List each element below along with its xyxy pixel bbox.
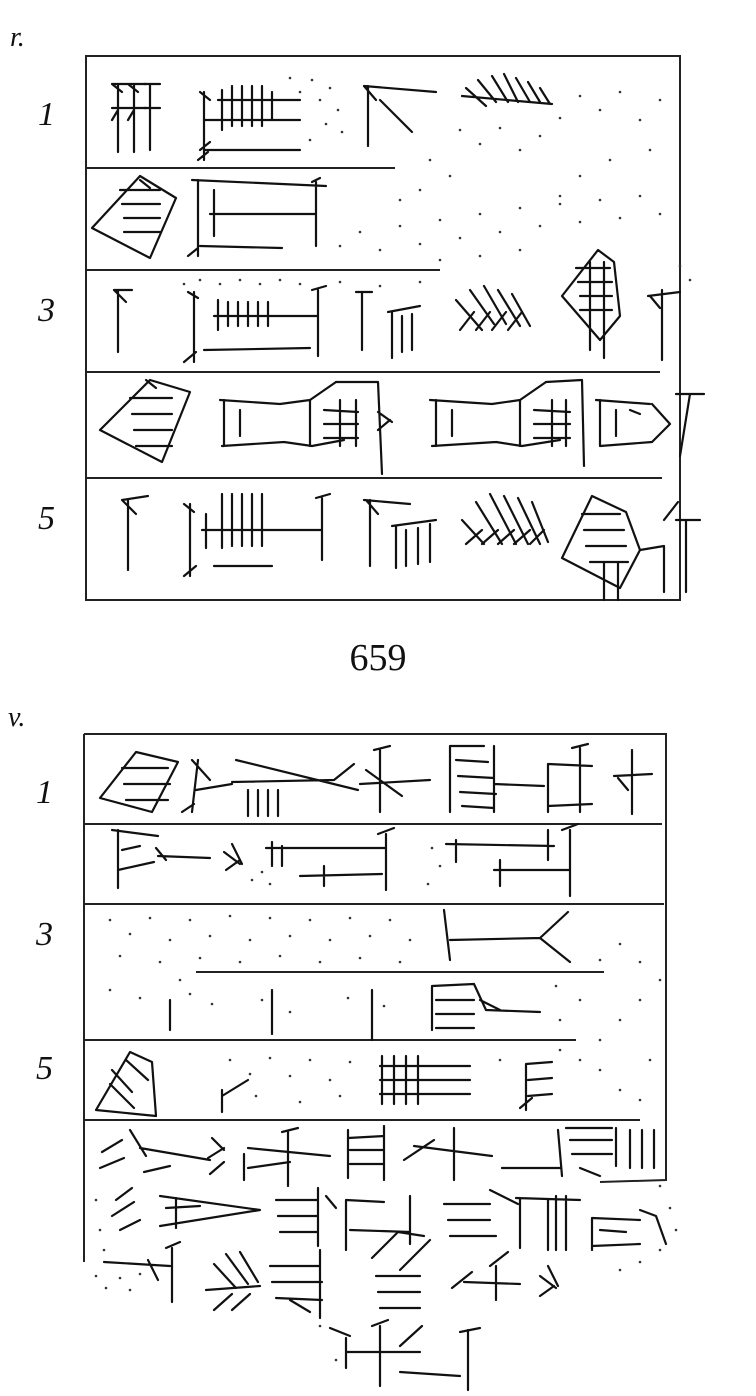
obverse-line-number-1: 1 xyxy=(38,96,55,133)
reverse-line-1-signs xyxy=(98,742,654,818)
obverse-line-3-signs xyxy=(112,248,682,364)
obverse-line-4-signs xyxy=(98,378,706,476)
reverse-side-label: v. xyxy=(8,702,26,733)
reverse-line-3-4-damage xyxy=(108,914,662,1102)
obverse-side-label: r. xyxy=(10,22,25,53)
reverse-bottom-damage xyxy=(94,1184,678,1362)
reverse-bottom-edge-signs xyxy=(102,1230,560,1392)
tablet-number: 659 xyxy=(349,637,407,679)
reverse-line-number-1: 1 xyxy=(36,774,53,811)
obverse-line-2-signs xyxy=(90,174,328,260)
obverse-tablet xyxy=(85,55,706,602)
reverse-line-number-3: 3 xyxy=(36,916,53,953)
obverse-line-5-signs xyxy=(120,492,702,602)
reverse-frame xyxy=(83,733,667,1262)
obverse-line-2-damage xyxy=(338,194,662,262)
reverse-line-2-damage xyxy=(250,846,442,886)
reverse-line-number-5: 5 xyxy=(36,1050,53,1087)
reverse-line-5-signs xyxy=(94,1050,554,1118)
reverse-lower-lines-signs xyxy=(98,1124,668,1252)
obverse-line-1-damage xyxy=(288,76,662,198)
obverse-line-number-5: 5 xyxy=(38,500,55,537)
obverse-line-1-signs xyxy=(110,72,554,162)
obverse-line-number-3: 3 xyxy=(38,292,55,329)
reverse-line-4-signs xyxy=(168,982,542,1042)
obverse-frame xyxy=(85,55,681,601)
obverse-line-3-damage xyxy=(182,264,692,288)
reverse-line-5-damage xyxy=(228,1048,562,1104)
reverse-tablet xyxy=(83,733,678,1392)
reverse-line-3-signs xyxy=(442,908,572,964)
reverse-line-2-signs xyxy=(110,822,580,898)
